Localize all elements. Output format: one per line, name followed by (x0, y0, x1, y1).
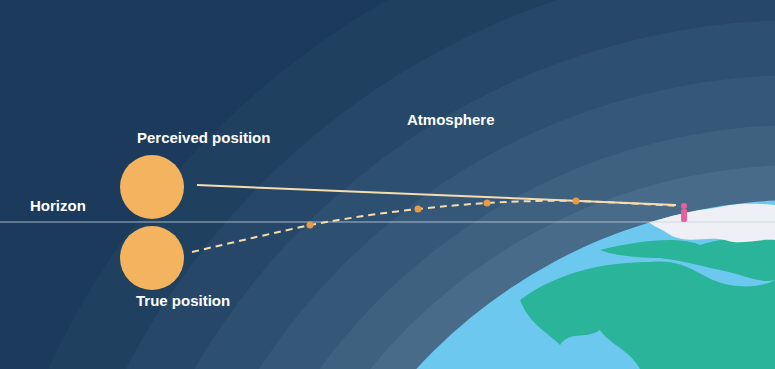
refraction-points (307, 198, 580, 229)
continent (520, 262, 775, 369)
text-label: True position (136, 292, 230, 310)
observer (681, 203, 687, 222)
light-path (192, 201, 678, 252)
continent (600, 236, 775, 281)
true-sun (120, 226, 184, 290)
horizon-line (0, 221, 775, 222)
earth (280, 200, 775, 369)
polar-cap (640, 204, 775, 243)
sight-line (197, 185, 676, 205)
text-label: Horizon (30, 197, 86, 215)
text-label: Atmosphere (407, 111, 495, 129)
text-label: Perceived position (137, 129, 270, 147)
perceived-sun (120, 155, 184, 219)
